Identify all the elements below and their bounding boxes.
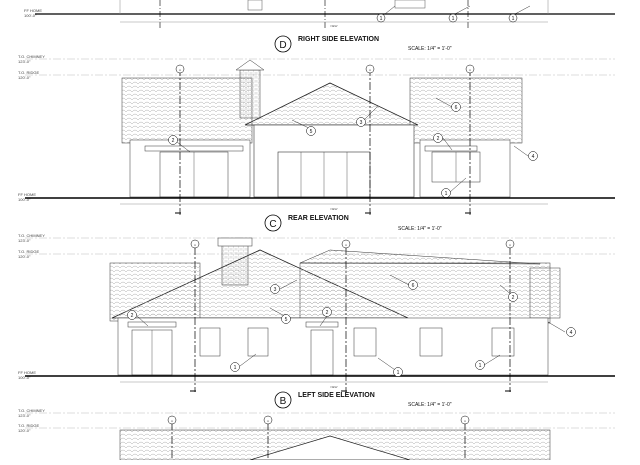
ridge-elev-left: 120'-0" bbox=[18, 254, 31, 259]
ff-home-label-top: FF HOME bbox=[24, 8, 42, 13]
chimney-elev-bottom: 123'-0" bbox=[18, 413, 31, 418]
grid-tag-bottom-1: A bbox=[171, 419, 173, 423]
keynote-1-rear: 1 bbox=[445, 191, 448, 197]
ff-home-label-left: FF HOME bbox=[18, 370, 36, 375]
ff-home-elev-top: 100'-0" bbox=[24, 13, 37, 18]
rear-elevation-drawing bbox=[25, 58, 615, 215]
keynote-2-left-c: 2 bbox=[512, 295, 515, 301]
chimney-label-bottom: T.O. CHIMNEY bbox=[18, 408, 45, 413]
grid-tag-left-1: A bbox=[194, 243, 196, 247]
elevation-scale-left: SCALE: 1/4" = 1'-0" bbox=[408, 402, 452, 408]
keynote-5-rear: 5 bbox=[310, 129, 313, 135]
elevation-tag-b bbox=[274, 391, 292, 409]
keynote-4-left: 4 bbox=[570, 330, 573, 336]
keynote-2-left-b: 2 bbox=[326, 310, 329, 316]
keynote-2-rear-a: 2 bbox=[172, 138, 175, 144]
elevation-letter-d: D bbox=[279, 40, 286, 51]
keynote-1-b: 1 bbox=[452, 16, 455, 22]
grid-tag-rear-2: A bbox=[369, 68, 371, 72]
keynote-2-left-a: 2 bbox=[131, 313, 134, 319]
ff-home-elev-left: 100'-0" bbox=[18, 375, 31, 380]
keynote-1-left-a: 1 bbox=[234, 365, 237, 371]
elevation-scale-right: SCALE: 1/4" = 1'-0" bbox=[408, 46, 452, 52]
grade-label-left: NEW bbox=[331, 385, 338, 389]
top-fragment bbox=[35, 0, 615, 28]
keynote-1-left-c: 1 bbox=[479, 363, 482, 369]
chimney-label-left: T.O. CHIMNEY bbox=[18, 233, 45, 238]
keynote-2-rear-b: 2 bbox=[437, 136, 440, 142]
elevation-letter-b: B bbox=[280, 396, 287, 407]
grid-tag-bottom-2: A bbox=[267, 419, 269, 423]
keynote-6-left: 6 bbox=[412, 283, 415, 289]
bottom-fragment bbox=[25, 412, 615, 461]
keynote-3-left: 3 bbox=[274, 287, 277, 293]
keynote-1-a: 1 bbox=[380, 16, 383, 22]
keynote-5-left: 5 bbox=[285, 317, 288, 323]
elevation-letter-c: C bbox=[269, 219, 276, 230]
elevation-title-right: RIGHT SIDE ELEVATION bbox=[298, 36, 379, 43]
grade-label-rear: NEW bbox=[331, 207, 338, 211]
ridge-elev-rear: 120'-0" bbox=[18, 75, 31, 80]
grid-tag-rear-3: A bbox=[469, 68, 471, 72]
left-side-elevation-drawing bbox=[25, 237, 615, 392]
grid-tag-left-3: A bbox=[509, 243, 511, 247]
elevation-tag-d bbox=[274, 35, 292, 53]
grid-tag-left-2: A bbox=[345, 243, 347, 247]
elevation-scale-rear: SCALE: 1/4" = 1'-0" bbox=[398, 226, 442, 232]
keynote-4-rear: 4 bbox=[532, 154, 535, 160]
elevation-title-left: LEFT SIDE ELEVATION bbox=[298, 392, 375, 399]
elevation-tag-c bbox=[264, 214, 282, 232]
ridge-label-rear: T.O. RIDGE bbox=[18, 70, 39, 75]
ff-home-label-rear: FF HOME bbox=[18, 192, 36, 197]
ff-home-elev-rear: 100'-0" bbox=[18, 197, 31, 202]
ridge-elev-bottom: 120'-0" bbox=[18, 428, 31, 433]
grid-tag-rear-1: A bbox=[179, 68, 181, 72]
elevation-title-rear: REAR ELEVATION bbox=[288, 215, 349, 222]
chimney-elev-left: 123'-0" bbox=[18, 238, 31, 243]
keynote-1-c: 1 bbox=[512, 16, 515, 22]
chimney-elev-rear: 123'-0" bbox=[18, 59, 31, 64]
grade-label-top: NEW bbox=[331, 24, 338, 28]
chimney-label-rear: T.O. CHIMNEY bbox=[18, 54, 45, 59]
keynote-1-left-b: 1 bbox=[397, 370, 400, 376]
grid-tag-bottom-3: A bbox=[464, 419, 466, 423]
ridge-label-left: T.O. RIDGE bbox=[18, 249, 39, 254]
ridge-label-bottom: T.O. RIDGE bbox=[18, 423, 39, 428]
keynote-3-rear: 3 bbox=[360, 120, 363, 126]
keynote-6-rear: 6 bbox=[455, 105, 458, 111]
